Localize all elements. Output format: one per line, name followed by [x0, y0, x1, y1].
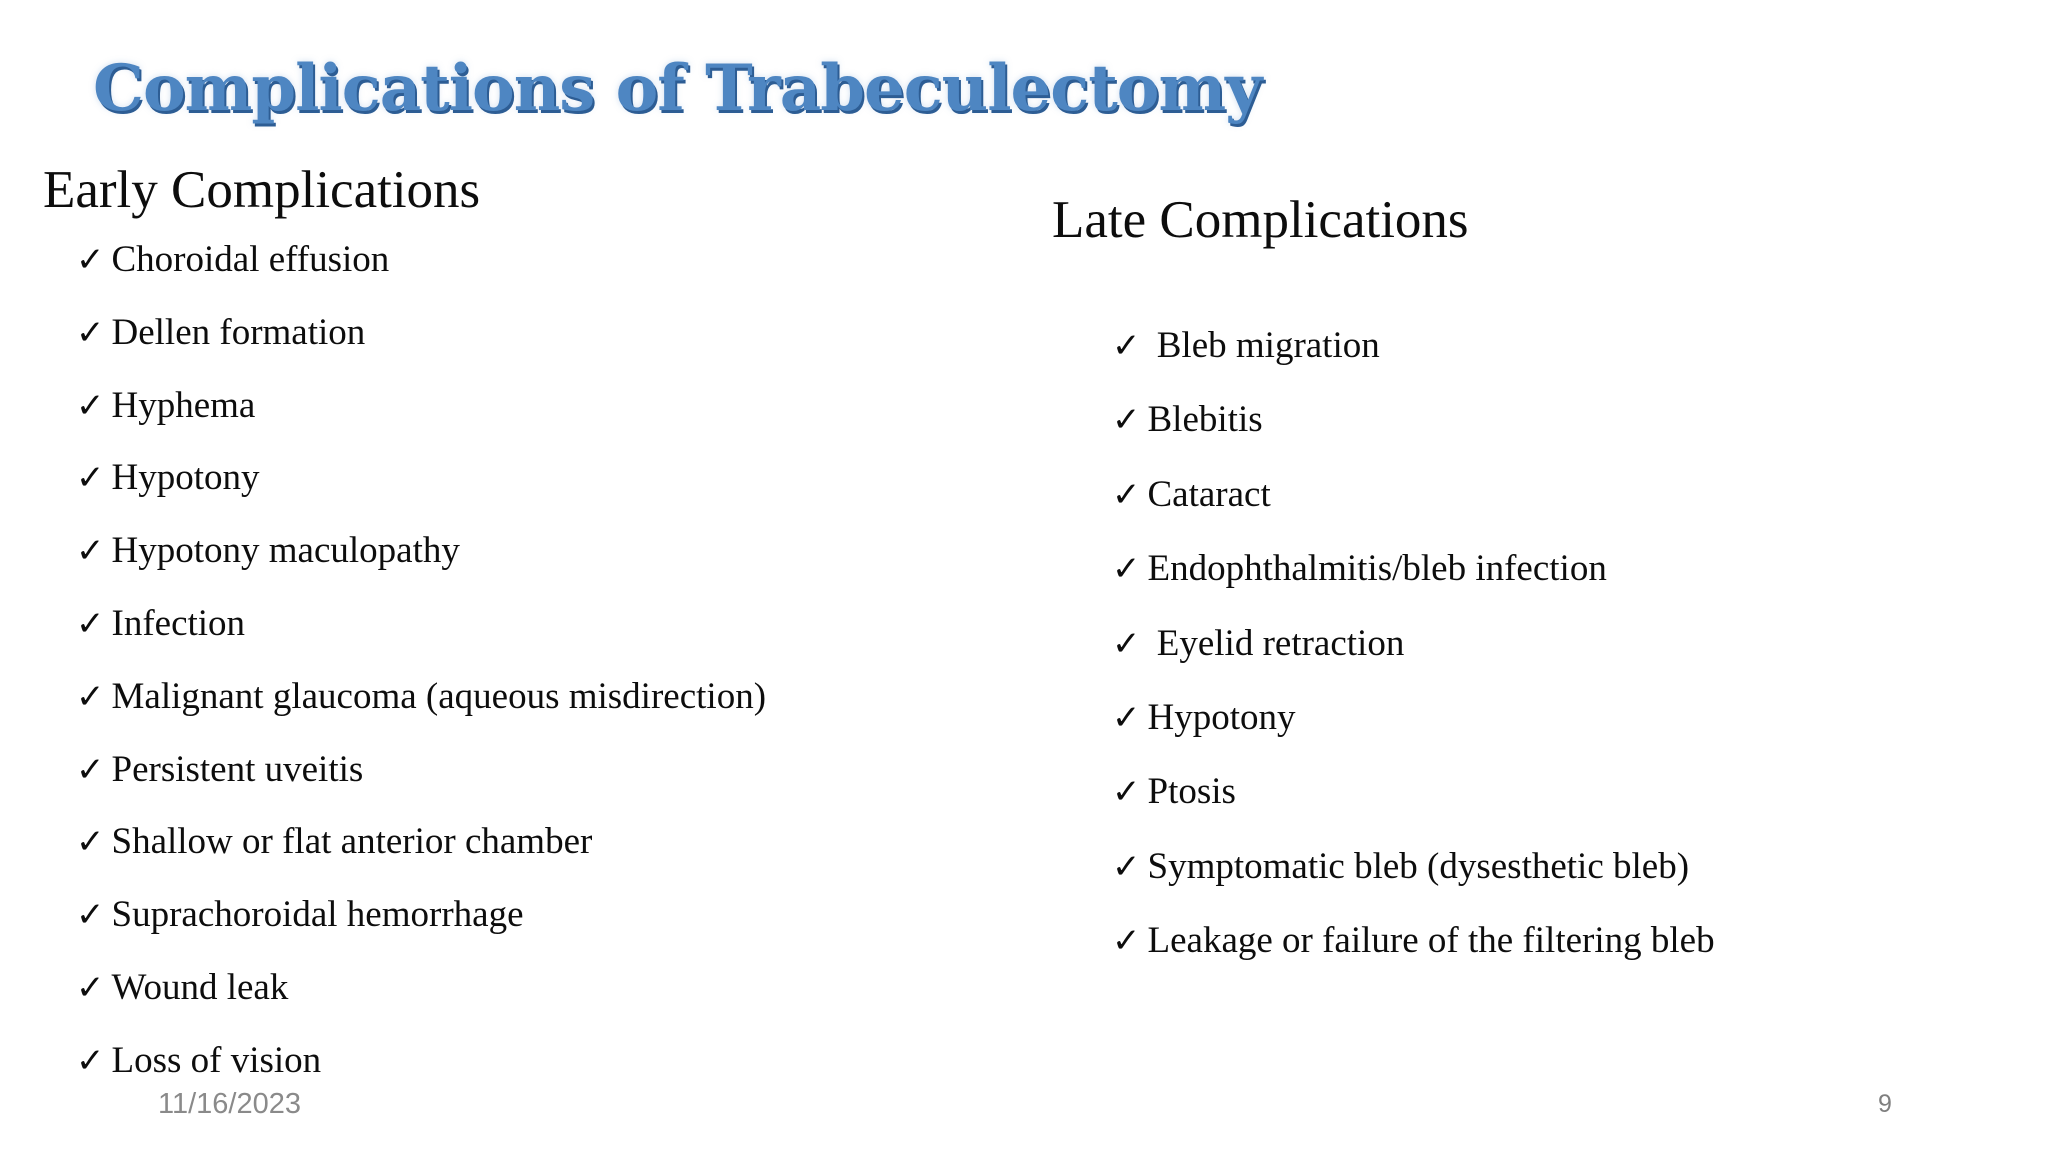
list-item: ✓Endophthalmitis/bleb infection	[1112, 532, 1715, 606]
checkmark-icon: ✓	[76, 240, 105, 280]
checkmark-icon: ✓	[76, 531, 105, 572]
checkmark-icon: ✓	[1112, 326, 1141, 366]
checkmark-icon: ✓	[76, 895, 105, 936]
list-item-label: Malignant glaucoma (aqueous misdirection…	[111, 675, 767, 717]
list-item: ✓Symptomatic bleb (dysesthetic bleb)	[1112, 830, 1715, 904]
checkmark-icon: ✓	[76, 603, 105, 644]
list-item-label: Cataract	[1147, 473, 1271, 515]
list-item: ✓ Eyelid retraction	[1112, 607, 1715, 681]
checkmark-icon: ✓	[1112, 921, 1141, 962]
list-item-label: Suprachoroidal hemorrhage	[111, 894, 524, 936]
slide-date: 11/16/2023	[158, 1088, 301, 1120]
list-item: ✓Hypotony maculopathy	[76, 515, 766, 588]
list-item: ✓Infection	[76, 588, 766, 661]
list-item: ✓ Bleb migration	[1112, 309, 1715, 383]
list-item-label: Eyelid retraction	[1147, 622, 1405, 664]
list-item-label: Wound leak	[111, 966, 289, 1008]
checkmark-icon: ✓	[76, 822, 105, 863]
checkmark-icon: ✓	[76, 967, 105, 1008]
list-item: ✓Dellen formation	[76, 297, 766, 370]
list-item-label: Endophthalmitis/bleb infection	[1147, 548, 1607, 590]
list-item: ✓Suprachoroidal hemorrhage	[76, 879, 766, 952]
list-item-label: Bleb migration	[1147, 325, 1380, 366]
list-item-label: Hypotony maculopathy	[111, 530, 460, 572]
list-item-label: Hyphema	[111, 384, 256, 426]
list-item-label: Persistent uveitis	[111, 748, 364, 790]
checkmark-icon: ✓	[1112, 698, 1141, 739]
early-complications-heading: Early Complications	[43, 161, 481, 219]
checkmark-icon: ✓	[76, 458, 105, 499]
list-item-label: Infection	[111, 602, 246, 644]
list-item-label: Loss of vision	[111, 1039, 322, 1081]
list-item: ✓Cataract	[1112, 458, 1715, 532]
list-item-label: Shallow or flat anterior chamber	[111, 821, 593, 863]
list-item: ✓Shallow or flat anterior chamber	[76, 806, 766, 879]
list-item-label: Leakage or failure of the filtering bleb	[1147, 920, 1715, 962]
list-item-label: Hypotony	[1147, 697, 1296, 739]
list-item-label: Blebitis	[1147, 399, 1263, 441]
slide-page-number: 9	[1878, 1090, 1892, 1118]
list-item: ✓Wound leak	[76, 952, 766, 1025]
checkmark-icon: ✓	[1112, 846, 1141, 887]
list-item-label: Hypotony	[111, 457, 260, 499]
late-complications-heading: Late Complications	[1052, 191, 1469, 249]
list-item-label: Dellen formation	[111, 311, 366, 353]
checkmark-icon: ✓	[1112, 549, 1141, 590]
checkmark-icon: ✓	[1112, 400, 1141, 441]
list-item: ✓Malignant glaucoma (aqueous misdirectio…	[76, 661, 766, 734]
checkmark-icon: ✓	[76, 749, 105, 790]
list-item: ✓Hypotony	[76, 442, 766, 515]
checkmark-icon: ✓	[76, 676, 105, 717]
list-item: ✓Hyphema	[76, 370, 766, 443]
list-item-label: Choroidal effusion	[111, 239, 390, 280]
list-item: ✓Persistent uveitis	[76, 734, 766, 807]
list-item: ✓Choroidal effusion	[76, 224, 766, 297]
checkmark-icon: ✓	[76, 312, 105, 353]
checkmark-icon: ✓	[76, 385, 105, 426]
slide-title: Complications of Trabeculectomy	[93, 50, 1262, 126]
checkmark-icon: ✓	[76, 1040, 105, 1081]
list-item: ✓Leakage or failure of the filtering ble…	[1112, 904, 1715, 978]
list-item-label: Symptomatic bleb (dysesthetic bleb)	[1147, 845, 1690, 887]
early-complications-list: ✓Choroidal effusion✓Dellen formation✓Hyp…	[76, 224, 766, 1098]
list-item: ✓Loss of vision	[76, 1025, 766, 1098]
list-item: ✓Blebitis	[1112, 383, 1715, 457]
checkmark-icon: ✓	[1112, 623, 1141, 664]
list-item: ✓Ptosis	[1112, 755, 1715, 829]
checkmark-icon: ✓	[1112, 772, 1141, 813]
list-item-label: Ptosis	[1147, 771, 1236, 813]
late-complications-list: ✓ Bleb migration✓Blebitis✓Cataract✓Endop…	[1112, 309, 1715, 979]
list-item: ✓Hypotony	[1112, 681, 1715, 755]
checkmark-icon: ✓	[1112, 474, 1141, 515]
